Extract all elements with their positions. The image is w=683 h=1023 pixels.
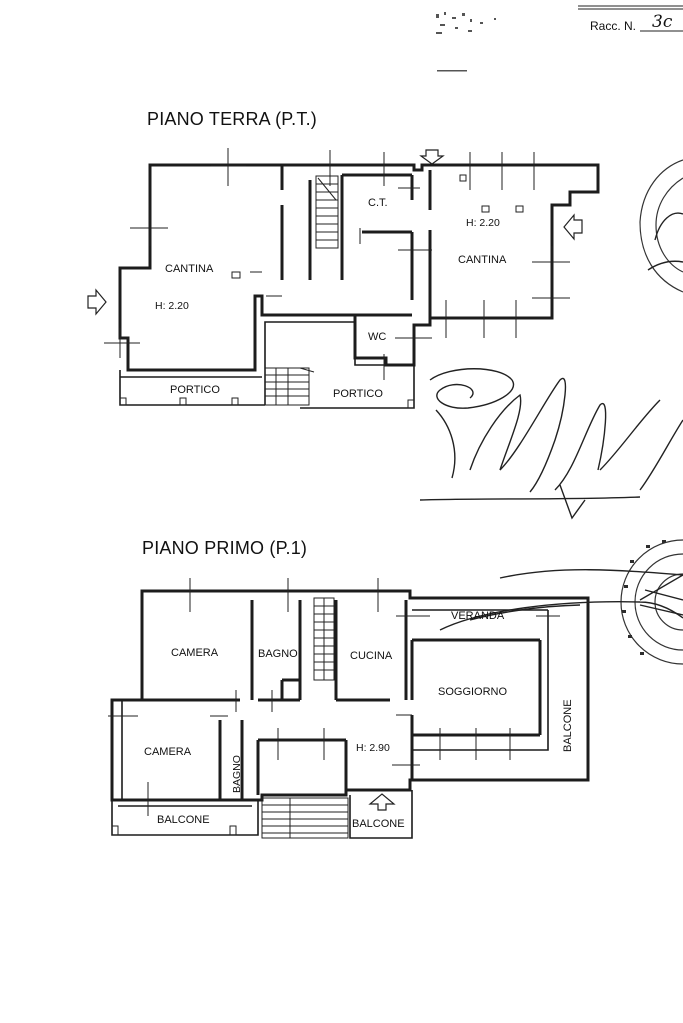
label-camera-top: CAMERA bbox=[171, 647, 219, 659]
label-cantina-right: CANTINA bbox=[458, 254, 507, 266]
label-camera-bottom: CAMERA bbox=[144, 746, 192, 758]
ground-stairs-portico bbox=[264, 367, 315, 406]
ground-vent-4 bbox=[459, 174, 467, 182]
label-veranda: VERANDA bbox=[451, 610, 505, 622]
first-stairs-inner bbox=[313, 597, 335, 681]
pillar-4 bbox=[407, 399, 415, 409]
pillar-1 bbox=[119, 397, 127, 406]
first-entrance-arrow bbox=[368, 793, 396, 811]
balcone-left-post-1 bbox=[111, 825, 119, 836]
first-window-markers bbox=[108, 578, 560, 816]
pillar-3 bbox=[231, 397, 239, 406]
ground-entrance-arrow-right bbox=[563, 213, 583, 241]
balcone-left-outline bbox=[111, 800, 259, 836]
label-balcone-right: BALCONE bbox=[562, 699, 574, 752]
ground-entrance-arrow-top bbox=[419, 149, 445, 165]
ground-entrance-arrow-left bbox=[87, 288, 107, 316]
balcone-left-post-2 bbox=[229, 825, 237, 836]
label-bagno-top: BAGNO bbox=[258, 648, 298, 660]
label-height-right: H: 2.20 bbox=[466, 217, 500, 229]
label-ct: C.T. bbox=[368, 197, 388, 209]
signature-scribble bbox=[419, 368, 683, 520]
signature-line-1 bbox=[499, 569, 683, 579]
first-stairs-exterior bbox=[261, 797, 349, 839]
label-bagno-side: BAGNO bbox=[231, 755, 243, 793]
first-outer-wall bbox=[110, 589, 590, 802]
signature-line-2 bbox=[439, 601, 683, 631]
ground-floor-title: PIANO TERRA (P.T.) bbox=[147, 109, 317, 129]
racc-number: 3c bbox=[652, 12, 673, 32]
label-soggiorno: SOGGIORNO bbox=[438, 686, 508, 698]
label-cucina: CUCINA bbox=[350, 650, 393, 662]
ground-window-markers bbox=[104, 148, 570, 380]
signature-line-3 bbox=[469, 604, 581, 621]
label-wc: WC bbox=[368, 331, 386, 343]
first-floor-title: PIANO PRIMO (P.1) bbox=[142, 538, 307, 558]
label-cantina-left: CANTINA bbox=[165, 263, 214, 275]
first-floor-plan bbox=[108, 578, 590, 839]
ground-vent-3 bbox=[515, 205, 524, 213]
right-stamp-upper bbox=[639, 159, 683, 293]
balcone-right-inner bbox=[412, 610, 549, 751]
label-height-left: H: 2.20 bbox=[155, 300, 189, 312]
label-portico-left: PORTICO bbox=[170, 384, 220, 396]
label-balcone-center: BALCONE bbox=[352, 818, 405, 830]
label-balcone-left: BALCONE bbox=[157, 814, 210, 826]
ground-floor-plan bbox=[87, 148, 600, 409]
racc-label: Racc. N. bbox=[590, 19, 636, 33]
header-stamp-noise bbox=[436, 12, 496, 72]
label-portico-right: PORTICO bbox=[333, 388, 383, 400]
ground-stairs-inner bbox=[315, 175, 339, 249]
ground-vent-2 bbox=[481, 205, 490, 213]
label-height-first: H: 2.90 bbox=[356, 742, 390, 754]
ground-vent-1 bbox=[231, 271, 241, 279]
balcone-center-outline bbox=[349, 790, 413, 839]
pillar-2 bbox=[179, 397, 187, 406]
